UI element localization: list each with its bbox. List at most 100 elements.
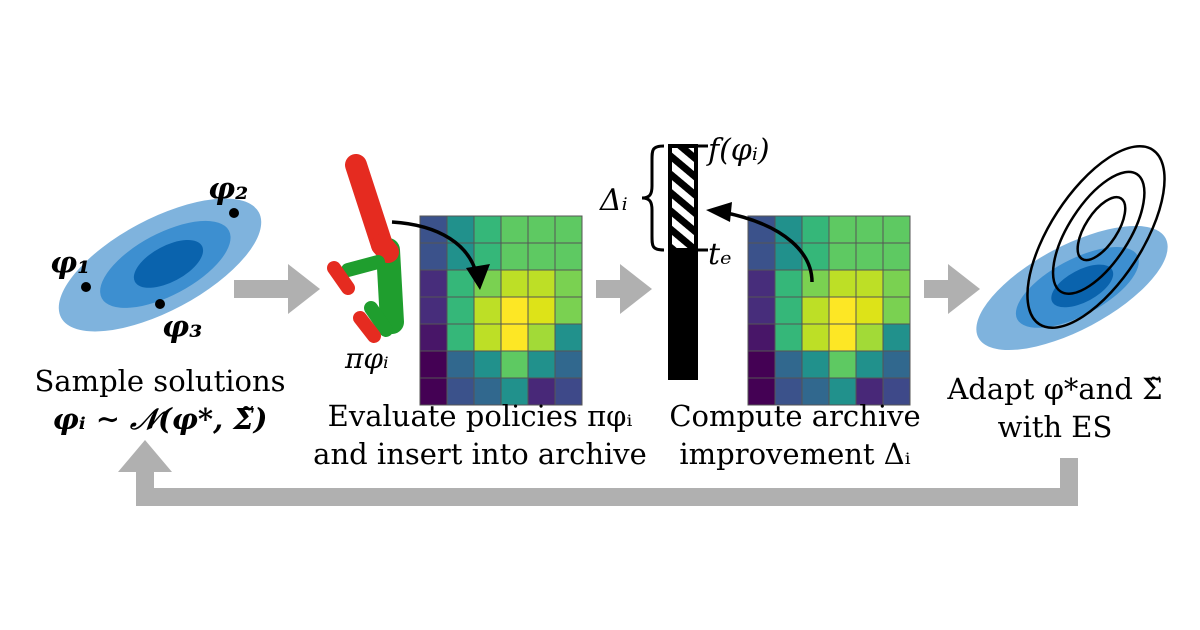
delta-brace [641, 144, 665, 252]
contour-inner [1076, 195, 1127, 262]
archive-cell [747, 323, 776, 352]
archive-cell [554, 323, 583, 352]
archive-cell [473, 377, 502, 406]
archive-cell [882, 215, 911, 244]
archive-cell [855, 296, 884, 325]
archive-cell [747, 296, 776, 325]
archive-cell [527, 296, 556, 325]
archive-cell [554, 242, 583, 271]
archive-cell [554, 269, 583, 298]
archive-cell [446, 296, 475, 325]
sample-gaussian [58, 198, 262, 332]
archive-cell [500, 215, 529, 244]
archive-cell [828, 323, 857, 352]
archive-cell [828, 269, 857, 298]
archive-cell [855, 350, 884, 379]
archive-cell [801, 377, 830, 406]
archive-cell [419, 269, 448, 298]
archive-cell [527, 215, 556, 244]
caption-evaluate: Evaluate policies πφᵢ and insert into ar… [305, 397, 655, 473]
insert-arrow-head [466, 264, 490, 290]
caption-evaluate-line-2: and insert into archive [313, 437, 647, 471]
caption-sample-line-1: Sample solutions [34, 364, 286, 398]
point-label-3: φ₃ [162, 310, 202, 345]
caption-sample: Sample solutions φᵢ ∼ 𝒩(φ*, Σ̃) [10, 362, 310, 438]
flow-arrow-1 [234, 264, 320, 314]
archive-cell [554, 296, 583, 325]
archive-cell [855, 269, 884, 298]
update-arrow [721, 210, 814, 283]
gaussian-inner-ellipse [133, 240, 204, 288]
archive-cell [527, 269, 556, 298]
archive-cell [801, 296, 830, 325]
caption-adapt-line-1: Adapt φ*and Σ̃ [947, 372, 1163, 406]
archive-cell [882, 350, 911, 379]
archive-cell [446, 269, 475, 298]
archive-cell [419, 296, 448, 325]
archive-cell [500, 377, 529, 406]
archive-grid-before [419, 215, 583, 406]
archive-cell [801, 269, 830, 298]
robot-policy [327, 154, 404, 343]
flow-arrow-2 [596, 264, 652, 314]
adapted-inner-ellipse [1051, 264, 1114, 308]
caption-compute-line-2: improvement Δᵢ [679, 437, 911, 471]
archive-cell [527, 242, 556, 271]
policy-label: πφᵢ [344, 342, 389, 375]
archive-cell [500, 323, 529, 352]
sample-point-2 [229, 208, 239, 218]
archive-cell [500, 269, 529, 298]
archive-cell [828, 350, 857, 379]
archive-cell [882, 323, 911, 352]
archive-cell [855, 242, 884, 271]
archive-cell [774, 323, 803, 352]
archive-cell [828, 215, 857, 244]
archive-cell [527, 350, 556, 379]
insert-arrow [391, 220, 479, 277]
bar-hatched-region [668, 144, 698, 252]
archive-cell [882, 242, 911, 271]
archive-cell [527, 377, 556, 406]
archive-cell [882, 269, 911, 298]
caption-compute-line-1: Compute archive [669, 399, 921, 433]
threshold-label: tₑ [708, 237, 732, 272]
new-distribution-contours [1026, 145, 1166, 329]
caption-adapt-line-2: with ES [997, 410, 1113, 444]
fitness-label: f(φᵢ) [706, 133, 770, 168]
archive-cell [419, 323, 448, 352]
archive-cell [554, 215, 583, 244]
flow-arrow-3 [924, 264, 980, 314]
archive-cell [554, 377, 583, 406]
archive-grid-after [747, 215, 911, 406]
archive-cell [747, 242, 776, 271]
archive-cell [527, 323, 556, 352]
caption-sample-line-2: φᵢ ∼ 𝒩(φ*, Σ̃) [52, 402, 268, 436]
sample-point-3 [155, 299, 165, 309]
archive-cell [419, 377, 448, 406]
point-label-2: φ₂ [208, 172, 248, 207]
archive-cell [473, 296, 502, 325]
archive-cell [801, 323, 830, 352]
caption-adapt: Adapt φ*and Σ̃ with ES [915, 370, 1195, 446]
archive-cell [500, 296, 529, 325]
archive-cell [828, 242, 857, 271]
point-label-1: φ₁ [50, 246, 90, 281]
update-arrow-head [706, 202, 732, 222]
archive-cell [473, 215, 502, 244]
archive-cell [882, 296, 911, 325]
contour-outer [1026, 145, 1166, 329]
archive-cell [473, 350, 502, 379]
archive-cell [774, 269, 803, 298]
archive-cell [419, 242, 448, 271]
archive-cell [774, 350, 803, 379]
bar-solid-region [668, 250, 698, 380]
archive-cell [446, 323, 475, 352]
caption-compute: Compute archive improvement Δᵢ [645, 397, 945, 473]
adapted-gaussian [976, 225, 1168, 351]
contour-mid [1051, 170, 1146, 295]
archive-cell [500, 350, 529, 379]
archive-cell [828, 296, 857, 325]
archive-cell [473, 323, 502, 352]
archive-cell [774, 377, 803, 406]
